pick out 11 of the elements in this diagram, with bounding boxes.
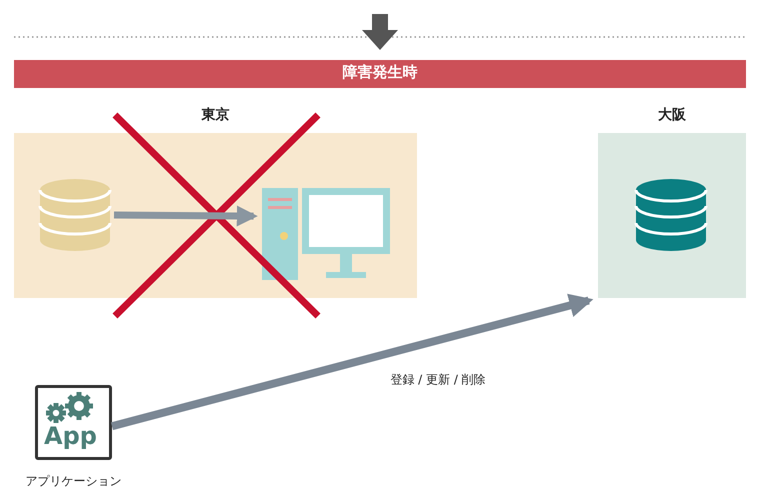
arrow: [114, 206, 258, 226]
database-icon: [36, 176, 114, 254]
arrow: [110, 294, 594, 430]
region-heading: 東京: [200, 106, 230, 124]
banner: [14, 60, 746, 88]
region-heading: 大阪: [657, 106, 687, 124]
node-caption: アプリケーション: [26, 473, 122, 490]
database-icon: [632, 176, 710, 254]
computer-icon: [262, 188, 390, 282]
banner-title: 障害発生時: [342, 63, 418, 82]
app-label: App: [44, 422, 97, 450]
